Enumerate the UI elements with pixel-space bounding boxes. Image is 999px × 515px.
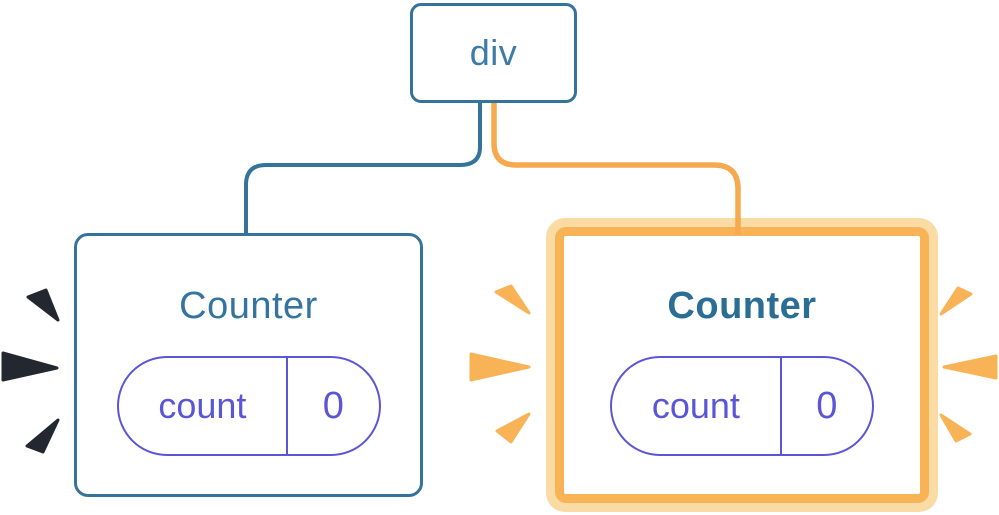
state-value-cell: 0 — [782, 358, 872, 454]
connector-line-left — [244, 102, 482, 235]
counter-node: Counter count 0 — [74, 233, 423, 497]
state-pill: count 0 — [116, 356, 381, 456]
connector-line-right — [491, 103, 741, 235]
burst-rays-orange-right-icon — [939, 286, 998, 443]
state-value-label: 0 — [816, 384, 838, 427]
root-node-label: div — [469, 32, 518, 73]
state-pill: count 0 — [610, 356, 874, 456]
counter-title: Counter — [667, 285, 817, 327]
state-name-cell: count — [119, 358, 289, 454]
state-name-label: count — [651, 385, 740, 426]
state-name-cell: count — [612, 358, 782, 454]
counter-title: Counter — [179, 285, 318, 327]
counter-node-highlighted-inner: Counter count 0 — [555, 227, 929, 503]
state-value-label: 0 — [322, 384, 344, 427]
connector-casing-right — [483, 103, 749, 217]
state-value-cell: 0 — [288, 358, 378, 454]
burst-rays-dark-icon — [1, 288, 60, 454]
counter-node-highlighted: Counter count 0 — [546, 218, 938, 512]
state-name-label: count — [158, 385, 247, 426]
burst-rays-orange-left-icon — [469, 284, 531, 444]
root-node: div — [410, 3, 577, 103]
